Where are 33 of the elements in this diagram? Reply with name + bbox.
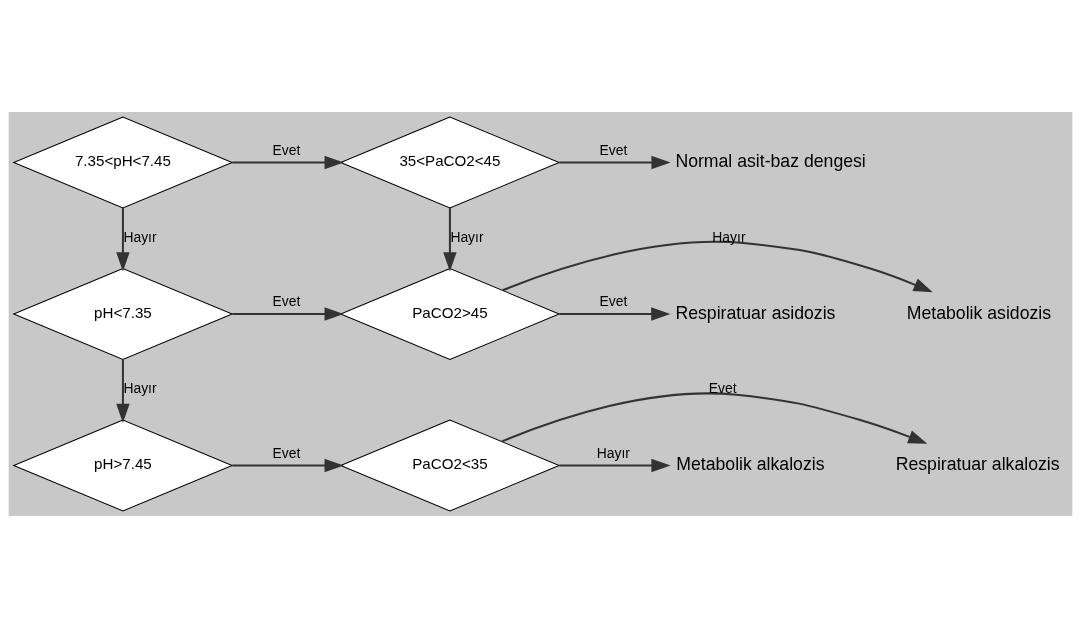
edge-label: Evet — [272, 141, 301, 158]
node-diamond: 7.35<pH<7.45 — [12, 116, 234, 209]
arrow — [559, 307, 671, 321]
arrow — [116, 359, 130, 423]
edge-label: Evet — [272, 293, 301, 310]
arrow — [559, 155, 671, 170]
node-diamond: 35<PaCO2<45 — [339, 116, 561, 209]
edge-label: Hayır — [712, 228, 746, 245]
arrow — [232, 155, 344, 170]
arrow — [559, 458, 671, 473]
edge-label: Hayır — [123, 380, 157, 397]
node-text: Respiratuar asidozis — [675, 302, 836, 323]
edge-label: Hayır — [450, 228, 484, 245]
edge-label: Evet — [599, 141, 628, 158]
edge-label: Evet — [708, 380, 737, 397]
node-text: Normal asit-baz dengesi — [675, 151, 866, 172]
arrow — [232, 458, 344, 473]
arrow — [501, 392, 928, 444]
edge-label: Hayır — [596, 444, 630, 461]
node-diamond: PaCO2<35 — [339, 419, 561, 512]
edge-label: Evet — [272, 444, 301, 461]
node-text: Respiratuar alkalozis — [895, 454, 1060, 475]
node-diamond: pH<7.35 — [12, 268, 234, 360]
edge-label: Hayır — [123, 228, 157, 245]
arrow — [502, 240, 933, 293]
arrow — [116, 208, 130, 272]
edge-label: Evet — [599, 293, 628, 310]
node-diamond: PaCO2>45 — [339, 268, 561, 360]
node-text: Metabolik alkalozis — [676, 454, 825, 475]
arrow — [232, 307, 344, 321]
node-text: Metabolik asidozis — [906, 302, 1052, 323]
arrow — [443, 208, 457, 272]
node-diamond: pH>7.45 — [12, 419, 234, 512]
